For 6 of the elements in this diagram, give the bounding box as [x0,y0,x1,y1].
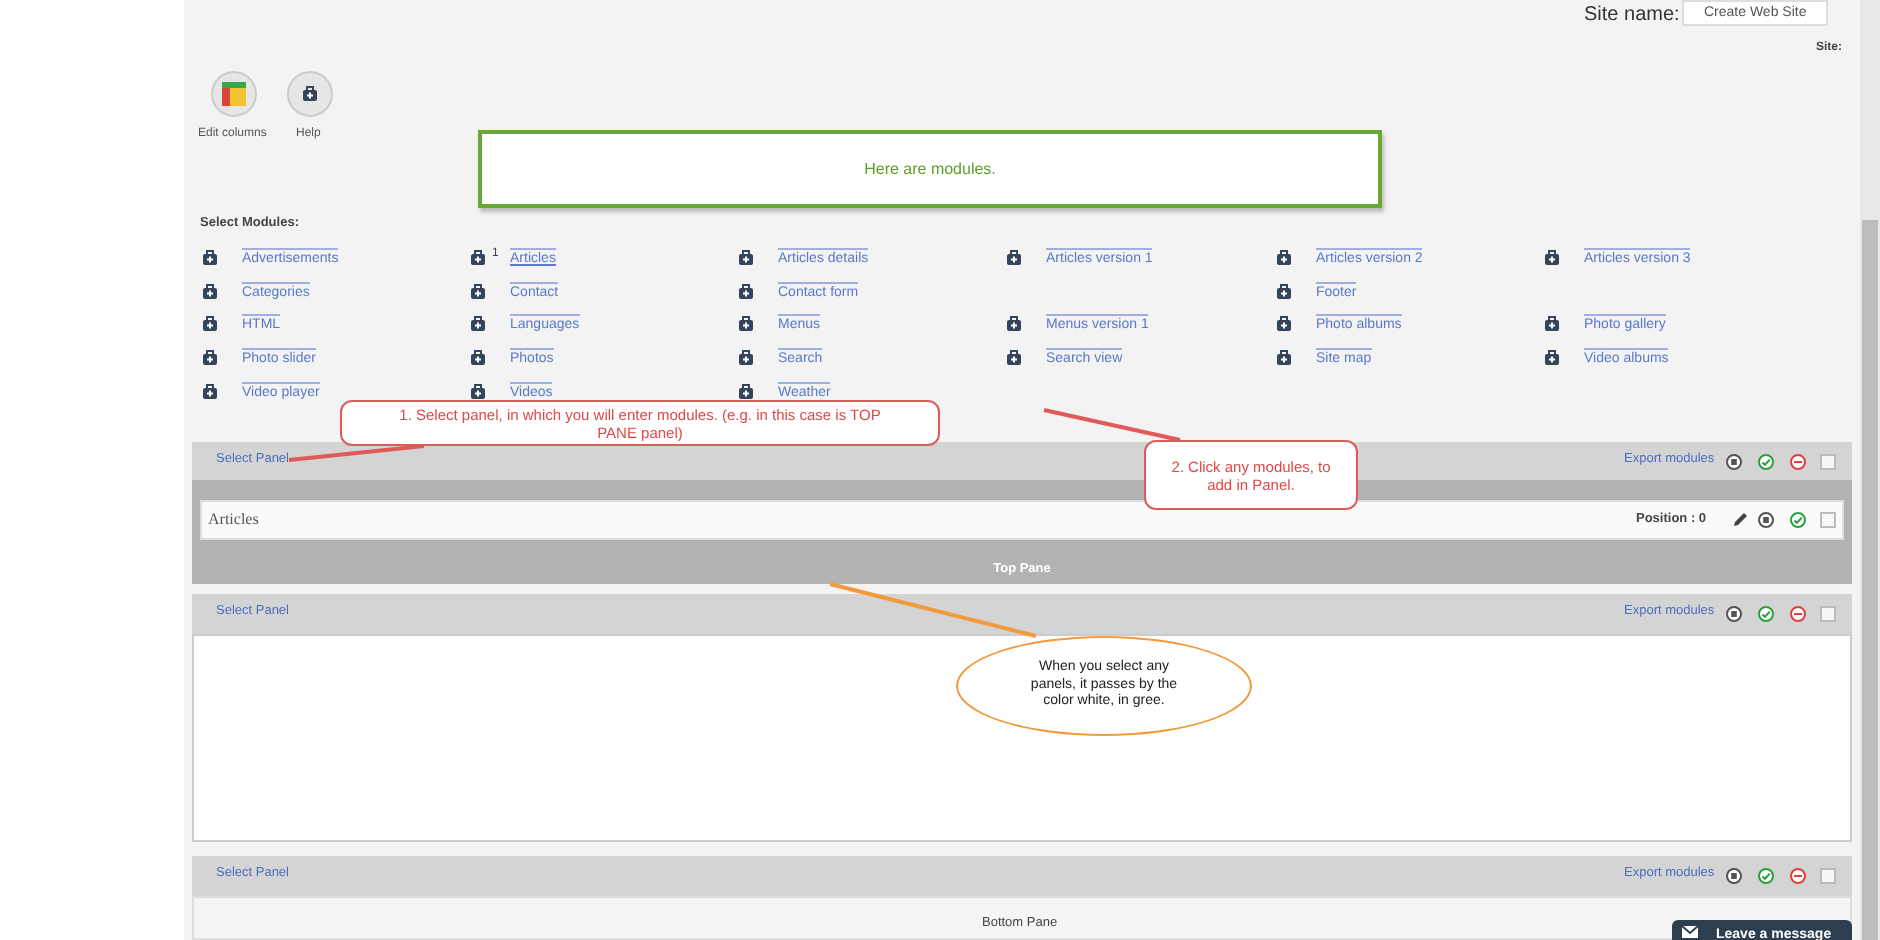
site-name-label: Site name: [1584,4,1680,26]
module-name: Articles [208,510,259,528]
message-text: Here are modules. [864,160,996,178]
callout-box [1144,440,1358,510]
message-box [478,130,1382,208]
callout-box [340,400,940,446]
